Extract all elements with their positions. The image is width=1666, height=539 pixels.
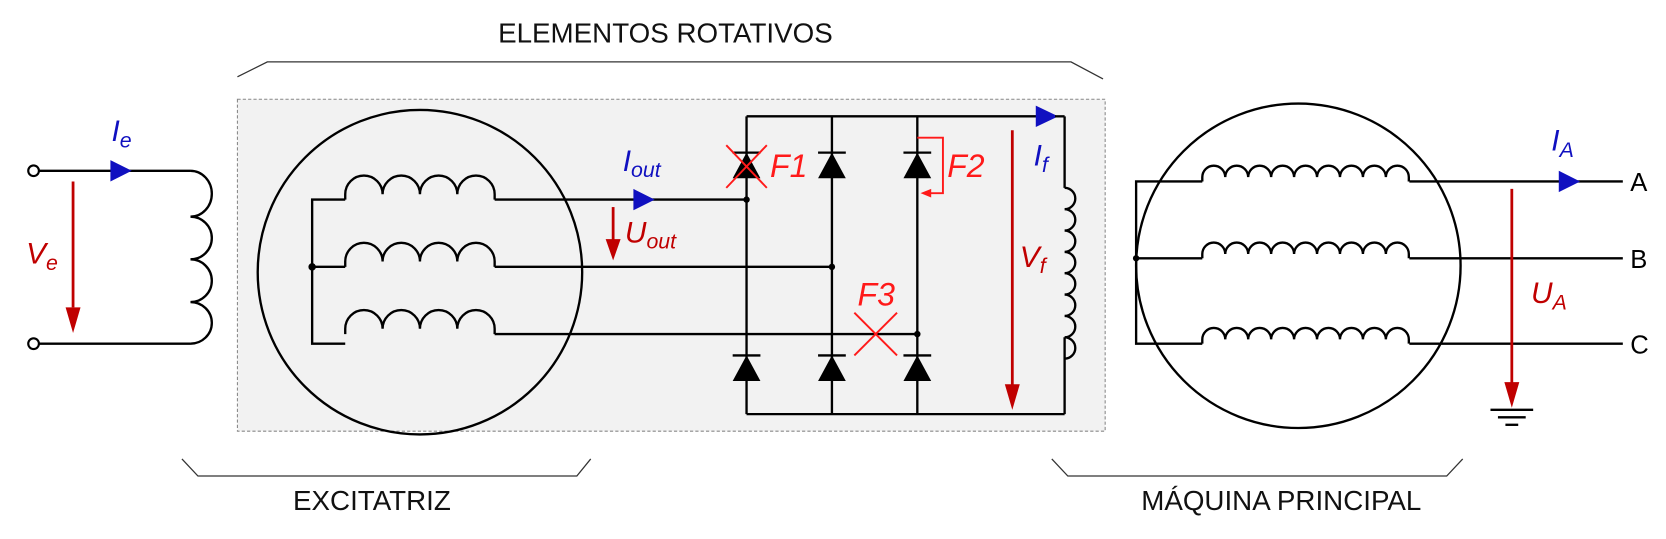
main-machine-bracket bbox=[1051, 458, 1464, 477]
main-machine-label: MÁQUINA PRINCIPAL bbox=[1141, 485, 1421, 516]
ia-label: IA bbox=[1551, 124, 1574, 161]
stator-coil-a bbox=[1201, 164, 1410, 182]
ia-arrow-icon bbox=[1558, 170, 1581, 193]
uout-arrow-icon bbox=[605, 239, 621, 261]
terminal-top bbox=[27, 164, 40, 178]
iout-label: Iout bbox=[623, 145, 662, 182]
armature-coil-2 bbox=[344, 241, 496, 267]
junction-dot bbox=[743, 196, 750, 203]
main-machine-circle bbox=[1134, 102, 1462, 430]
main-field-winding bbox=[1004, 105, 1077, 415]
phase-c-label: C bbox=[1630, 331, 1649, 359]
diode-lower-1 bbox=[732, 354, 761, 382]
phase-b-label: B bbox=[1630, 246, 1647, 274]
stator-coil-c bbox=[1201, 326, 1410, 344]
fault-f1-cross-icon bbox=[725, 144, 768, 189]
vf-label: Vf bbox=[1020, 241, 1048, 278]
iout-arrow-icon bbox=[633, 188, 655, 211]
diode-upper-3 bbox=[903, 151, 932, 179]
ve-arrow-icon bbox=[65, 307, 81, 334]
phase-a-label: A bbox=[1630, 169, 1648, 197]
exciter-field-input bbox=[27, 160, 213, 351]
main-machine bbox=[1132, 102, 1623, 430]
exciter-armature bbox=[256, 108, 918, 436]
neutral-point bbox=[1132, 255, 1140, 262]
ie-arrow-icon bbox=[110, 160, 132, 182]
ie-label: Ie bbox=[111, 115, 131, 152]
exciter-field-coil bbox=[190, 169, 213, 345]
fault-f3-cross-icon bbox=[853, 312, 898, 357]
rotating-elements-box bbox=[236, 98, 1106, 432]
fault-f2-short-icon bbox=[917, 136, 944, 198]
vf-arrow-icon bbox=[1004, 384, 1020, 410]
stator-coil-b bbox=[1201, 241, 1410, 259]
terminal-bottom bbox=[27, 337, 40, 351]
star-point bbox=[308, 263, 316, 271]
junction-dot bbox=[828, 263, 836, 271]
armature-coil-1 bbox=[344, 174, 496, 200]
exciter-label: EXCITATRIZ bbox=[293, 485, 451, 516]
diode-lower-3 bbox=[903, 354, 932, 382]
rotating-bracket bbox=[237, 61, 1104, 80]
ground-icon bbox=[1490, 408, 1534, 426]
if-arrow-icon bbox=[1035, 105, 1059, 128]
diode-lower-2 bbox=[818, 354, 846, 382]
if-label: If bbox=[1034, 139, 1050, 176]
exciter-bracket bbox=[181, 458, 592, 477]
fault-f2-label: F2 bbox=[947, 148, 985, 184]
fault-f3-label: F3 bbox=[858, 276, 896, 312]
exciter-rotor-circle bbox=[256, 108, 584, 436]
uout-label: Uout bbox=[625, 216, 677, 253]
fault-f1-label: F1 bbox=[770, 148, 807, 184]
diode-upper-2 bbox=[818, 151, 846, 179]
armature-coil-3 bbox=[344, 308, 496, 335]
ua-arrow-icon bbox=[1504, 382, 1520, 408]
ve-label: Ve bbox=[26, 238, 58, 275]
rotating-rectifier bbox=[725, 115, 1065, 416]
ua-label: UA bbox=[1531, 277, 1567, 314]
rotating-elements-label: ELEMENTOS ROTATIVOS bbox=[498, 18, 833, 49]
junction-dot bbox=[914, 330, 921, 338]
